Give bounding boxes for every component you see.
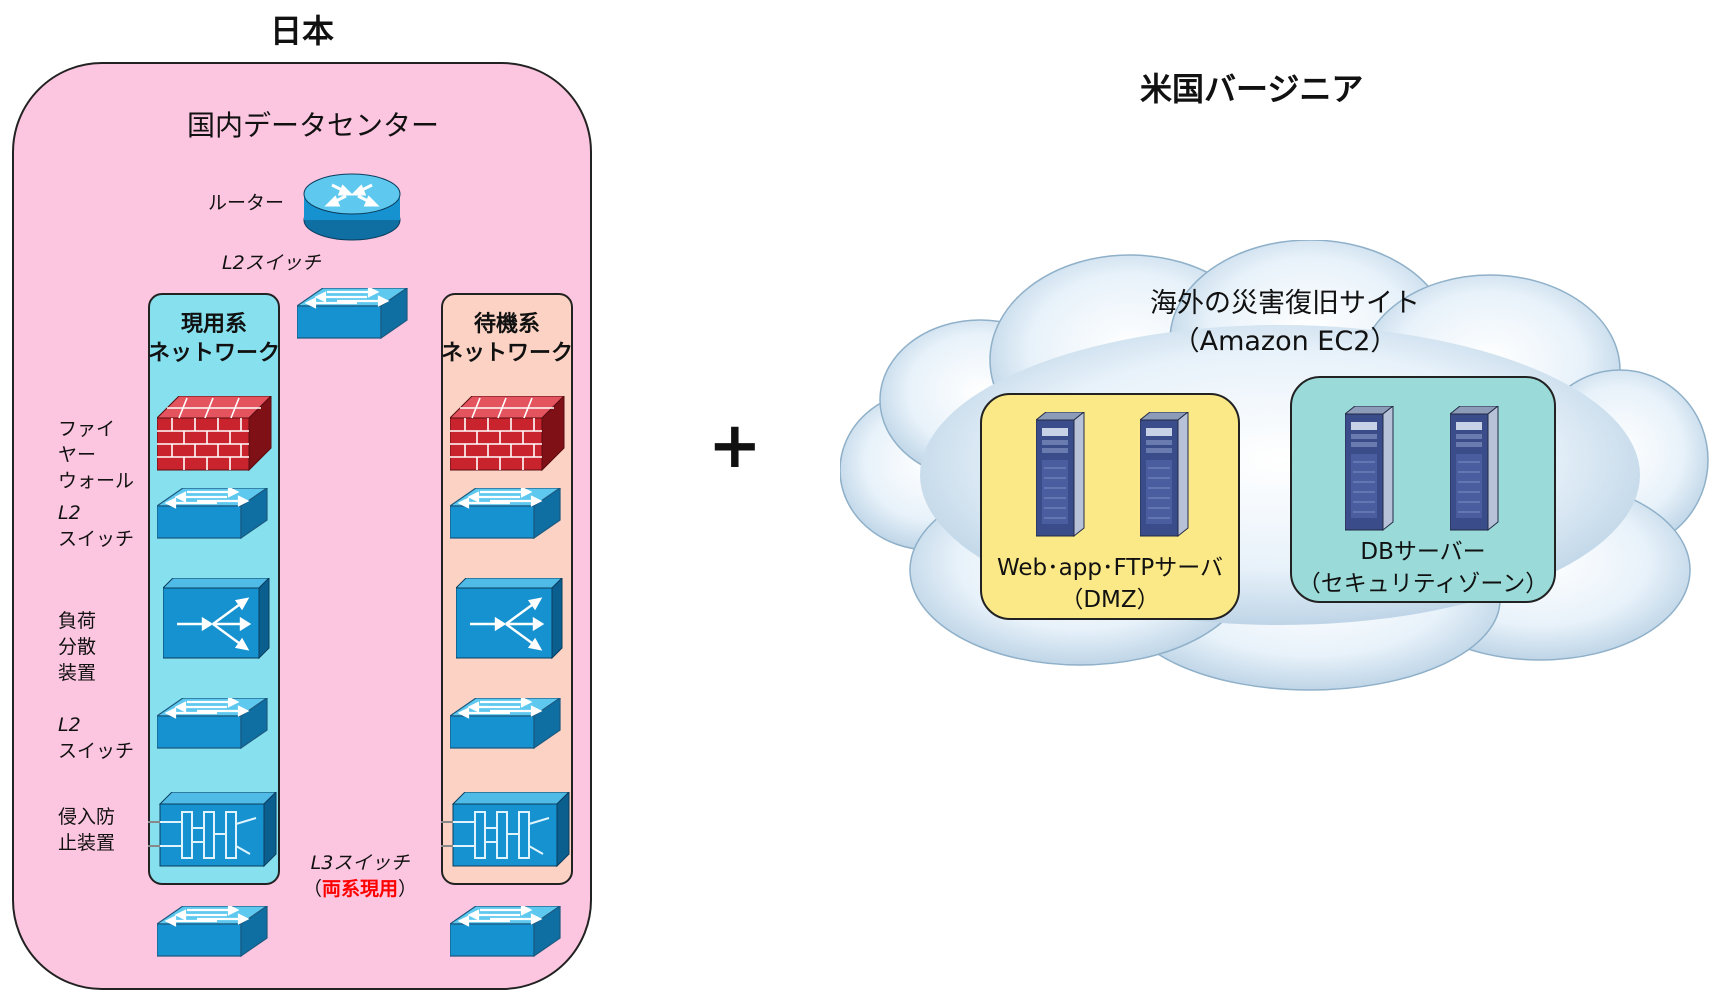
security-zone: [1290, 376, 1556, 603]
dmz-zone: [980, 393, 1240, 620]
usa-title: 米国バージニア: [1140, 70, 1364, 108]
dmz-label-line1: Web･app･FTPサーバ: [997, 555, 1223, 581]
l2-switch-top-label: L2スイッチ: [222, 252, 321, 274]
db-label: DBサーバー （セキュリティゾーン）: [1290, 536, 1556, 600]
dmz-server-1-icon: [1036, 412, 1085, 537]
standby-ips-icon: [440, 792, 570, 867]
router-label: ルーター: [208, 192, 285, 214]
standby-network-title-line2: ネットワーク: [441, 341, 574, 366]
standby-l3-switch-icon: [450, 906, 562, 958]
l2-switch-label-b: L2 スイッチ: [58, 712, 134, 764]
l2-switch-label-a-line1: L2: [58, 502, 81, 524]
load-balancer-label-line2: 分散: [58, 636, 97, 658]
cloud-title-line1: 海外の災害復旧サイト: [1150, 288, 1420, 319]
active-network-title-line2: ネットワーク: [148, 341, 281, 366]
standby-l2-switch-a-icon: [450, 488, 562, 540]
dmz-label: Web･app･FTPサーバ （DMZ）: [980, 552, 1240, 616]
active-l3-switch-icon: [157, 906, 269, 958]
ips-label: 侵入防 止装置: [58, 804, 115, 856]
db-server-1-icon: [1345, 406, 1394, 531]
ips-label-line1: 侵入防: [58, 806, 116, 828]
standby-l2-switch-b-icon: [450, 698, 562, 750]
l2-switch-label-a: L2 スイッチ: [58, 500, 134, 552]
l3-switch-label-line2: （両系現用）: [300, 876, 420, 902]
db-label-line2: （セキュリティゾーン）: [1297, 571, 1549, 597]
japan-title: 日本: [270, 12, 335, 50]
dmz-label-line2: （DMZ）: [1060, 587, 1160, 613]
l2-switch-label-b-line1: L2: [58, 714, 81, 736]
firewall-label-line1: ファイ: [58, 418, 116, 440]
l2-switch-label-a-line2: スイッチ: [58, 528, 135, 550]
db-server-2-icon: [1450, 406, 1499, 531]
firewall-label-line2: ヤー: [58, 444, 97, 466]
l3-mode-text: 両系現用: [321, 878, 398, 900]
plus-sign: +: [708, 409, 762, 483]
l3-paren-open: （: [302, 878, 322, 900]
l2-switch-label-b-line2: スイッチ: [58, 740, 135, 762]
active-network-title-line1: 現用系: [180, 312, 247, 337]
firewall-label: ファイ ヤー ウォール: [58, 416, 134, 494]
active-network-title: 現用系 ネットワーク: [148, 310, 280, 368]
dmz-server-2-icon: [1140, 412, 1189, 537]
firewall-label-line3: ウォール: [58, 470, 135, 492]
standby-network-title-line1: 待機系: [473, 312, 540, 337]
load-balancer-label: 負荷 分散 装置: [58, 608, 96, 686]
active-l2-switch-a-icon: [157, 488, 269, 540]
standby-load-balancer-icon: [456, 578, 564, 660]
router-icon: [303, 173, 401, 241]
cloud-title: 海外の災害復旧サイト （Amazon EC2）: [1100, 286, 1470, 362]
load-balancer-label-line3: 装置: [58, 662, 97, 684]
l3-paren-close: ）: [398, 878, 418, 900]
l2-switch-top-icon: [297, 288, 409, 340]
standby-network-title: 待機系 ネットワーク: [441, 310, 573, 368]
active-load-balancer-icon: [163, 578, 271, 660]
load-balancer-label-line1: 負荷: [58, 610, 97, 632]
standby-firewall-icon: [450, 396, 565, 471]
active-ips-icon: [147, 792, 277, 867]
l3-switch-label: L3スイッチ （両系現用）: [300, 850, 420, 902]
l3-switch-label-line1: L3スイッチ: [310, 852, 410, 874]
active-l2-switch-b-icon: [157, 698, 269, 750]
db-label-line1: DBサーバー: [1360, 539, 1486, 565]
ips-label-line2: 止装置: [58, 832, 116, 854]
cloud-title-line2: （Amazon EC2）: [1172, 326, 1398, 357]
active-firewall-icon: [157, 396, 272, 471]
datacenter-title: 国内データセンター: [187, 109, 440, 142]
